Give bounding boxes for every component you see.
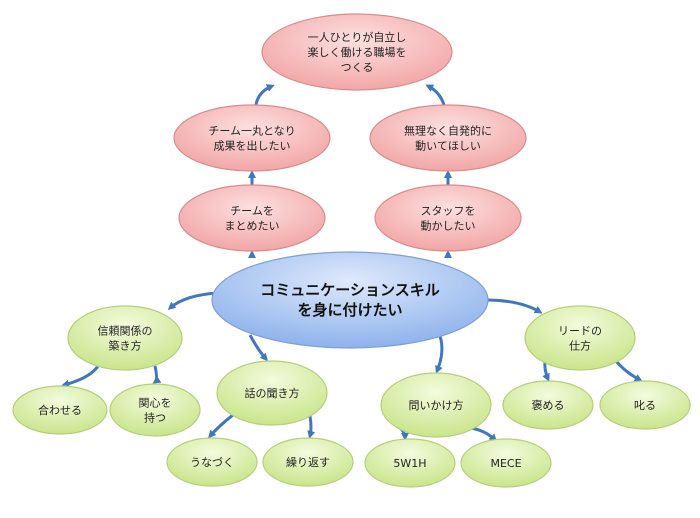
node-label: 楽しく働ける職場を [308, 46, 407, 59]
node-praise: 褒める [502, 380, 594, 430]
node-shape [261, 13, 453, 91]
node-label: コミュニケーションスキル [260, 281, 439, 299]
node-shape [369, 104, 527, 172]
node-label: まとめたい [225, 220, 280, 233]
node-label: チームを [230, 205, 274, 218]
node-shape [374, 184, 522, 252]
node-label: 動いてほしい [415, 139, 481, 153]
node-shape [109, 383, 201, 437]
node-label: 合わせる [38, 403, 82, 417]
node-label: チーム一丸となり [208, 125, 295, 138]
node-shape [502, 380, 594, 430]
arrow-listen-to-repeat [307, 415, 316, 439]
node-label: を身に付けたい [297, 301, 402, 319]
node-nod: うなづく [166, 437, 258, 487]
node-match: 合わせる [12, 385, 108, 435]
node-label: 動かしたい [421, 219, 476, 233]
node-shape [173, 104, 331, 172]
arrow-trust-to-interest [152, 365, 162, 384]
arrow-ask-to-mece [469, 426, 498, 443]
node-label: 成果を出したい [214, 139, 291, 153]
node-label: 一人ひとりが自立し [308, 30, 407, 44]
node-shape [67, 305, 183, 371]
arrow-listen-to-nod [207, 413, 234, 439]
node-label: 関心を [139, 397, 172, 410]
arrow-goal_self-to-goal_top [425, 84, 446, 106]
node-label: 5W1H [393, 457, 426, 470]
node-label: 無理なく自発的に [404, 124, 492, 138]
arrow-center-to-lead [484, 298, 543, 314]
node-label: 問いかけ方 [409, 398, 464, 412]
node-shape [599, 380, 691, 430]
node-shape [364, 438, 456, 488]
node-shape [211, 251, 489, 349]
arrow-lead-to-scold [613, 359, 643, 382]
node-shape [178, 184, 326, 252]
node-label: 褒める [532, 398, 565, 412]
arrow-center-to-listen [248, 334, 268, 362]
node-label: うなづく [190, 456, 234, 469]
node-scold: 叱る [599, 380, 691, 430]
arrow-trust-to-match [61, 365, 100, 388]
node-repeat: 繰り返す [262, 437, 354, 487]
node-label: つくる [341, 61, 374, 74]
node-label: 繰り返す [286, 455, 330, 469]
node-label: スタッフを [421, 205, 476, 218]
node-label: 信頼関係の [98, 325, 153, 338]
node-shape [524, 305, 636, 371]
node-w5h1: 5W1H [364, 438, 456, 488]
node-mece: MECE [460, 438, 552, 488]
node-label: 話の聞き方 [245, 386, 300, 400]
node-shape [12, 385, 108, 435]
node-label: 持つ [144, 411, 166, 425]
node-shape [262, 437, 354, 487]
node-shape [460, 438, 552, 488]
node-shape [380, 372, 492, 438]
arrow-center-to-ask [435, 335, 444, 374]
node-ask: 問いかけ方 [380, 372, 492, 438]
node-label: 仕方 [569, 339, 591, 353]
node-shape [216, 360, 328, 426]
arrow-goal_team-to-goal_top [254, 84, 275, 106]
node-label: 築き方 [109, 339, 142, 353]
node-label: リードの [558, 325, 602, 338]
arrow-center-to-trust [167, 291, 219, 310]
node-label: 叱る [634, 399, 656, 412]
node-label: MECE [490, 457, 521, 470]
node-listen: 話の聞き方 [216, 360, 328, 426]
node-shape [166, 437, 258, 487]
